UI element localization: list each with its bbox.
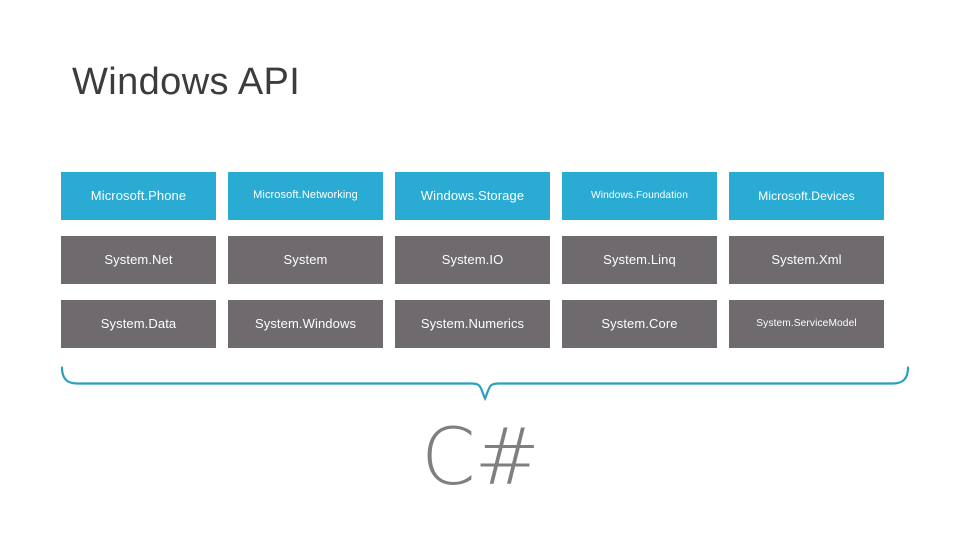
namespace-box-label: Microsoft.Devices <box>758 188 855 203</box>
namespace-box-label: Microsoft.Networking <box>253 189 358 202</box>
namespace-box[interactable]: System.Linq <box>562 236 717 284</box>
namespace-box[interactable]: Windows.Foundation <box>562 172 717 220</box>
namespace-box-label: System.Core <box>601 316 678 332</box>
namespace-grid: Microsoft.Phone Microsoft.Networking Windo… <box>61 172 908 348</box>
namespace-box[interactable]: System.IO <box>395 236 550 284</box>
namespace-box[interactable]: System.Numerics <box>395 300 550 348</box>
namespace-box-label: System.ServiceModel <box>756 317 857 329</box>
namespace-box-label: Microsoft.Phone <box>90 188 187 204</box>
csharp-wordmark: C# <box>421 413 540 503</box>
namespace-box-label: System <box>283 252 328 268</box>
namespace-box[interactable]: System.Windows <box>228 300 383 348</box>
namespace-box-label: System.IO <box>441 252 504 268</box>
namespace-box[interactable]: Windows.Storage <box>395 172 550 220</box>
namespace-box-label: System.Linq <box>603 252 676 268</box>
namespace-box-label: System.Xml <box>771 252 842 268</box>
page-title: Windows API <box>72 61 301 103</box>
namespace-box[interactable]: Microsoft.Networking <box>228 172 383 220</box>
namespace-box-label: System.Windows <box>254 316 357 332</box>
namespace-box[interactable]: System <box>228 236 383 284</box>
namespace-box[interactable]: System.Xml <box>729 236 884 284</box>
namespace-box[interactable]: System.Data <box>61 300 216 348</box>
namespace-box[interactable]: System.ServiceModel <box>729 300 884 348</box>
namespace-box-label: Windows.Storage <box>420 188 525 204</box>
curly-brace-down-icon <box>55 366 915 402</box>
namespace-box-label: Windows.Foundation <box>591 189 688 201</box>
namespace-row: System.Data System.Windows System.Numerics… <box>61 300 908 348</box>
namespace-box-label: System.Numerics <box>420 316 525 332</box>
namespace-box[interactable]: Microsoft.Phone <box>61 172 216 220</box>
namespace-box-label: System.Net <box>104 252 173 268</box>
namespace-box-label: System.Data <box>100 316 177 332</box>
namespace-box[interactable]: Microsoft.Devices <box>729 172 884 220</box>
namespace-box[interactable]: System.Net <box>61 236 216 284</box>
namespace-row: Microsoft.Phone Microsoft.Networking Windo… <box>61 172 908 220</box>
namespace-box[interactable]: System.Core <box>562 300 717 348</box>
namespace-row: System.Net System System.IO System.Linq Syst… <box>61 236 908 284</box>
